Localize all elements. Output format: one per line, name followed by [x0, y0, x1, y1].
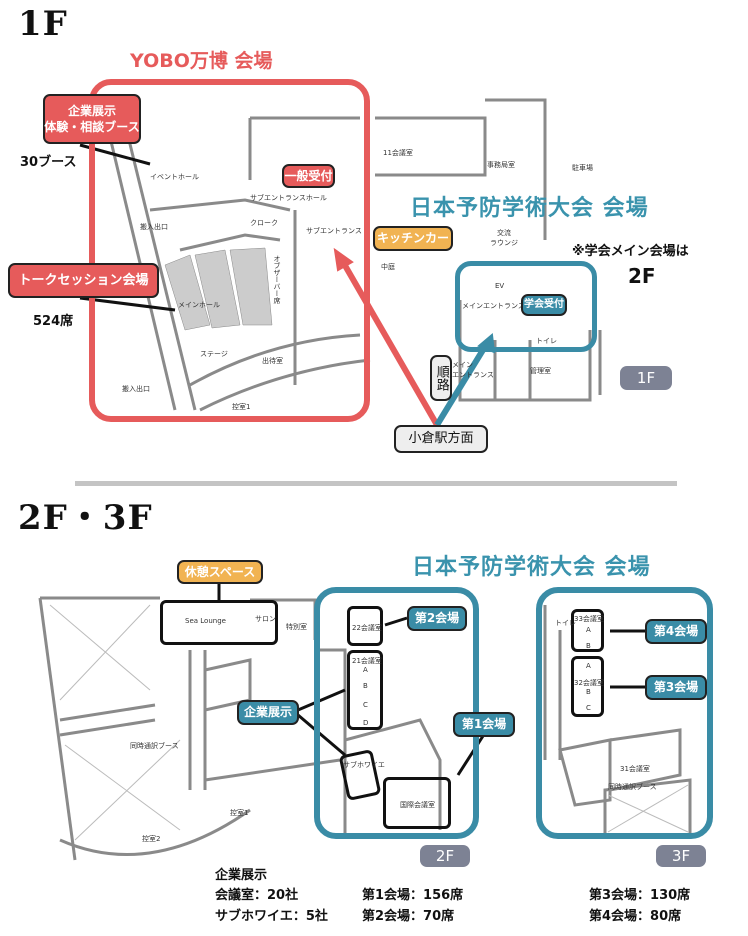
talk-session-callout: トークセッション会場: [8, 263, 159, 298]
hall-4-highlight: [571, 609, 604, 652]
society-reception-frame: [455, 261, 597, 352]
room-cloak: クローク: [250, 219, 278, 227]
room-33-a: A: [586, 626, 591, 634]
floor-3-walls: [543, 605, 692, 837]
room-conf-21: 21会議室: [352, 657, 382, 665]
summary-hall-3: 第3会場：130席: [589, 888, 691, 903]
room-sea-lounge: Sea Lounge: [185, 617, 226, 625]
yobo-expo-title: YOBO万博 会場: [130, 50, 273, 72]
main-venue-floor: 2F: [628, 264, 656, 288]
floor-2-cross-lines: [49, 604, 181, 841]
room-21-b: B: [363, 682, 368, 690]
hall-2-highlight: [347, 606, 383, 646]
floor-2-walls: [38, 596, 442, 861]
room-32-a: A: [586, 662, 591, 670]
room-green-room-1: 控室1: [230, 809, 249, 817]
summary-exhibit-foyer: サブホワイエ：5社: [215, 909, 328, 924]
floor-3-cross-lines: [607, 784, 689, 833]
room-21-a: A: [363, 666, 368, 674]
summary-hall-2: 第2会場：70席: [362, 909, 455, 924]
room-interpretation-booth: 同時通訳ブース: [130, 742, 179, 750]
room-32-b: B: [586, 688, 591, 696]
room-green-room: 控室1: [232, 403, 251, 411]
room-event-hall: イベントホール: [150, 173, 199, 181]
floor-3-society-frame: [536, 587, 713, 839]
floor-1-heading: 1F: [18, 4, 68, 44]
route-arrows: [333, 247, 496, 427]
room-lounge: 交流 ラウンジ: [490, 229, 518, 247]
room-33-b: B: [586, 642, 591, 650]
society-venue-title-1f: 日本予防学術大会 会場: [410, 196, 649, 221]
room-21-d: D: [363, 719, 369, 727]
room-interpretation-booth-3f: 同時通訳ブース: [608, 783, 657, 791]
room-loading-dock-2: 搬入出口: [122, 385, 150, 393]
room-waiting: 出待室: [262, 357, 283, 365]
corporate-exhibit-2f-callout: 企業展示: [237, 700, 299, 725]
talk-session-seats: 524席: [33, 314, 74, 329]
hall-3-highlight: [571, 656, 604, 717]
hall-3-callout: 第3会場: [645, 675, 707, 700]
society-reception-label: 学会受付: [521, 294, 567, 316]
yobo-expo-venue-frame: [89, 79, 370, 422]
room-salon: サロン: [255, 615, 276, 623]
room-green-room-2: 控室2: [142, 835, 161, 843]
room-conf-31: 31会議室: [620, 765, 650, 773]
society-venue-title-2f: 日本予防学術大会 会場: [412, 555, 651, 580]
hall-1-callout: 第1会場: [453, 712, 515, 737]
room-observer-seats: オブザーバー席: [273, 255, 281, 304]
room-special: 特別室: [286, 623, 307, 631]
room-conf-22: 22会議室: [352, 624, 382, 632]
general-reception-label: 一般受付: [282, 164, 335, 188]
floor-1-walls: [98, 94, 602, 412]
floor-3-badge: 3F: [656, 845, 706, 867]
rest-space-callout: 休憩スペース: [177, 560, 263, 584]
summary-exhibit-title: 企業展示: [215, 868, 268, 883]
summary-exhibit-rooms: 会議室：20社: [215, 888, 299, 903]
main-venue-note: ※学会メイン会場は: [572, 244, 689, 259]
room-21-c: C: [363, 701, 368, 709]
room-main-hall: メインホール: [178, 301, 220, 309]
room-32-c: C: [586, 704, 591, 712]
summary-hall-1: 第1会場：156席: [362, 888, 464, 903]
room-management: 管理室: [530, 367, 551, 375]
conf-21-highlight: [347, 650, 383, 730]
room-sub-entrance: サブエントランス: [306, 227, 362, 235]
room-toilet: トイレ: [536, 337, 557, 345]
room-main-entrance-inner: メインエントランス: [462, 302, 525, 310]
room-sub-foyer: サブホワイエ: [343, 761, 385, 769]
room-international-conf: 国際会議室: [400, 801, 435, 809]
room-main-entrance: メイン エントランス: [452, 361, 494, 379]
room-stage: ステージ: [200, 350, 228, 358]
hall-4-callout: 第4会場: [645, 619, 707, 644]
station-direction-label: 小倉駅方面: [394, 425, 488, 453]
floor-2-3-heading: 2F・3F: [18, 498, 153, 538]
room-courtyard: 中庭: [381, 263, 395, 271]
floor-divider: [75, 481, 677, 486]
room-conf-11: 11会議室: [383, 149, 413, 157]
kitchen-car-label: キッチンカー: [373, 226, 453, 251]
summary-hall-4: 第4会場：80席: [589, 909, 682, 924]
hall-1-highlight: [383, 777, 451, 829]
room-toilet-3f: トイレ: [555, 619, 576, 627]
booth-count: 30ブース: [20, 155, 77, 170]
seating-blocks: [164, 247, 273, 331]
corporate-exhibit-callout: 企業展示 体験・相談ブース: [43, 94, 141, 144]
room-elevator: EV: [495, 282, 505, 290]
room-parking: 駐車場: [572, 164, 593, 172]
floor-1-badge: 1F: [620, 366, 672, 390]
room-conf-33: 33会議室: [574, 615, 604, 623]
hall-2-callout: 第2会場: [407, 606, 467, 631]
room-loading-dock: 搬入出口: [140, 223, 168, 231]
room-office: 事務局室: [487, 161, 515, 169]
route-label: 順路: [430, 355, 452, 401]
room-sub-entrance-hall: サブエントランスホール: [250, 194, 327, 202]
floor-2-badge: 2F: [420, 845, 470, 867]
room-conf-32: 32会議室: [574, 679, 604, 687]
sea-lounge-highlight: [160, 600, 278, 645]
